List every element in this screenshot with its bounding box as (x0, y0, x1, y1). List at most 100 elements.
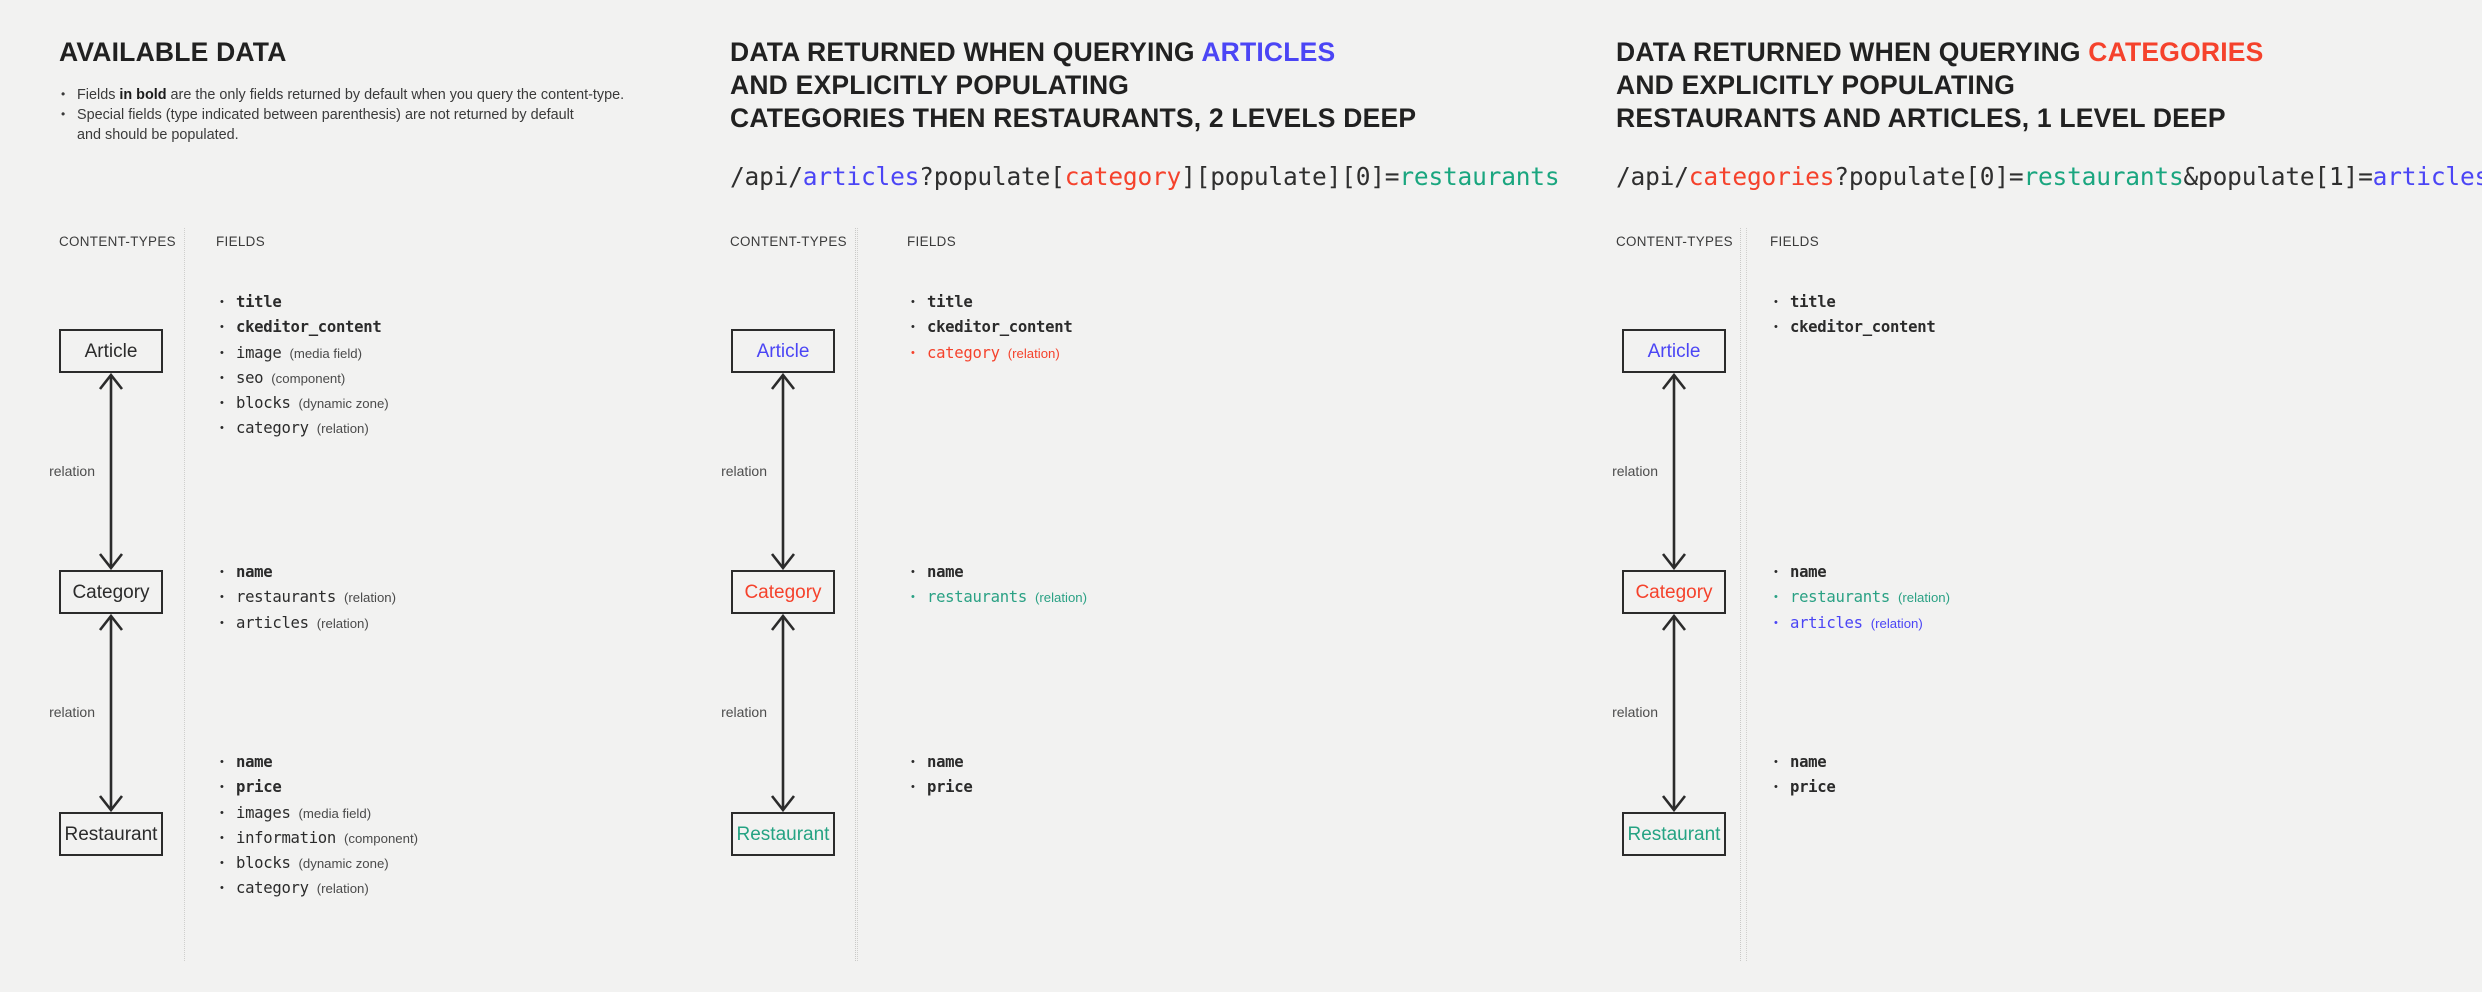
fields-divider-2 (1746, 228, 1747, 961)
content-type-box-article-0[interactable]: Article (59, 329, 163, 373)
field-type: (relation) (316, 421, 369, 437)
field-name: category (236, 419, 309, 438)
field-name: price (236, 778, 282, 797)
field-row: restaurants(relation) (216, 585, 396, 611)
field-row: category (relation) (216, 876, 418, 902)
field-name: price (927, 778, 973, 797)
field-type: (relation) (316, 615, 369, 631)
field-name: name (1790, 753, 1827, 771)
field-group-2-1: namerestaurants(relation) articles (relati… (1770, 560, 1950, 636)
field-row: restaurants(relation) (907, 585, 1087, 611)
content-type-label: Category (1635, 581, 1713, 603)
field-name: images (236, 803, 291, 822)
field-group-0-0: title ckeditor_contentimage (media field) s… (216, 290, 389, 442)
field-row: image (media field) (216, 341, 389, 367)
relation-label-1-1: relation (721, 704, 767, 720)
field-name: information (236, 828, 336, 847)
column-label-fields-2: FIELDS (1770, 234, 1819, 249)
field-row: price (1770, 775, 1836, 801)
field-row: seo(component) (216, 366, 389, 392)
field-row: articles (relation) (216, 611, 396, 637)
field-name: image (236, 343, 282, 362)
field-row: information (component) (216, 826, 419, 852)
content-type-label: Restaurant (1627, 823, 1721, 845)
panel-available-data: AVAILABLE DATA Fields in bold are the onl… (0, 0, 855, 992)
content-type-label: Category (72, 581, 150, 603)
field-type: (dynamic zone) (298, 856, 389, 872)
panel-header-0: AVAILABLE DATA Fields in bold are the onl… (59, 36, 624, 145)
field-type: (relation) (316, 881, 369, 897)
field-row: name (907, 560, 1087, 586)
field-name: ckeditor_content (1790, 318, 1936, 337)
field-row: title (1770, 290, 1935, 316)
field-type: (media field) (289, 345, 363, 361)
field-name: name (927, 563, 964, 581)
field-row: blocks(dynamic zone) (216, 391, 389, 417)
content-type-box-article-1[interactable]: Article (731, 329, 835, 373)
relation-label-2-0: relation (1612, 462, 1658, 479)
relation-arrow-2-0 (1661, 373, 1687, 570)
panel-divider-1 (855, 228, 856, 961)
field-name: seo (236, 368, 264, 387)
field-name: ckeditor_content (236, 318, 382, 337)
content-type-label: Restaurant (64, 823, 158, 845)
panel-divider-2 (1740, 228, 1741, 961)
content-type-box-article-2[interactable]: Article (1622, 329, 1726, 373)
column-label-content-types-1: CONTENT-TYPES (730, 234, 847, 249)
field-row: name (907, 750, 972, 776)
content-type-label: Category (744, 581, 822, 603)
legend-item-1: Special fields (type indicated between p… (59, 104, 624, 125)
field-group-1-1: name restaurants(relation) (907, 560, 1087, 611)
field-group-2-2: name price (1770, 750, 1836, 801)
field-row: restaurants(relation) (1770, 585, 1950, 611)
field-row: title (907, 290, 1072, 316)
field-row: name (216, 560, 396, 586)
field-name: restaurants (236, 588, 336, 607)
field-group-0-2: namepriceimages(media field)information(… (216, 750, 418, 902)
field-name: category (927, 343, 1000, 362)
field-row: category(relation) (907, 341, 1072, 367)
query-url-1: /api/articles?populate[category][populat… (730, 162, 1560, 191)
field-type: (component) (343, 830, 419, 846)
content-type-box-restaurant-1[interactable]: Restaurant (731, 812, 835, 856)
field-type: (relation) (1870, 615, 1923, 631)
column-label-fields-1: FIELDS (907, 234, 956, 249)
legend-item-0: Fields in bold are the only fields retur… (59, 84, 624, 105)
fields-divider-1 (857, 228, 858, 961)
field-group-0-1: namerestaurants(relation) articles (relati… (216, 560, 396, 636)
content-type-label: Article (1647, 340, 1701, 362)
field-row: articles (relation) (1770, 611, 1950, 637)
panel-legend-0: Fields in bold are the only fields retur… (59, 84, 624, 145)
field-row: blocks(dynamic zone) (216, 851, 418, 877)
field-type: (dynamic zone) (298, 396, 389, 412)
field-row: name (1770, 560, 1950, 586)
field-row: ckeditor_content (907, 315, 1073, 341)
content-type-box-category-0[interactable]: Category (59, 570, 163, 614)
query-url-2: /api/categories?populate[0]=restaurants&… (1616, 162, 2482, 191)
content-type-label: Restaurant (736, 823, 830, 845)
column-label-fields-0: FIELDS (216, 234, 265, 249)
field-group-2-0: title ckeditor_content (1770, 290, 1936, 341)
field-row: price (216, 775, 418, 801)
content-type-box-category-1[interactable]: Category (731, 570, 835, 614)
field-row: ckeditor_content (1770, 315, 1936, 341)
field-row: name (216, 750, 418, 776)
field-name: category (236, 879, 309, 898)
field-name: name (236, 753, 273, 771)
content-type-box-restaurant-0[interactable]: Restaurant (59, 812, 163, 856)
column-label-content-types-0: CONTENT-TYPES (59, 234, 176, 249)
content-type-box-category-2[interactable]: Category (1622, 570, 1726, 614)
field-name: articles (236, 613, 309, 632)
panel-title-0: AVAILABLE DATA (59, 37, 287, 67)
field-name: price (1790, 778, 1836, 797)
field-row: title (216, 290, 389, 316)
relation-label-2-1: relation (1612, 704, 1658, 720)
field-name: name (927, 753, 964, 771)
content-type-box-restaurant-2[interactable]: Restaurant (1622, 812, 1726, 856)
field-name: articles (1790, 613, 1863, 632)
relation-arrow-0-0 (98, 373, 124, 570)
